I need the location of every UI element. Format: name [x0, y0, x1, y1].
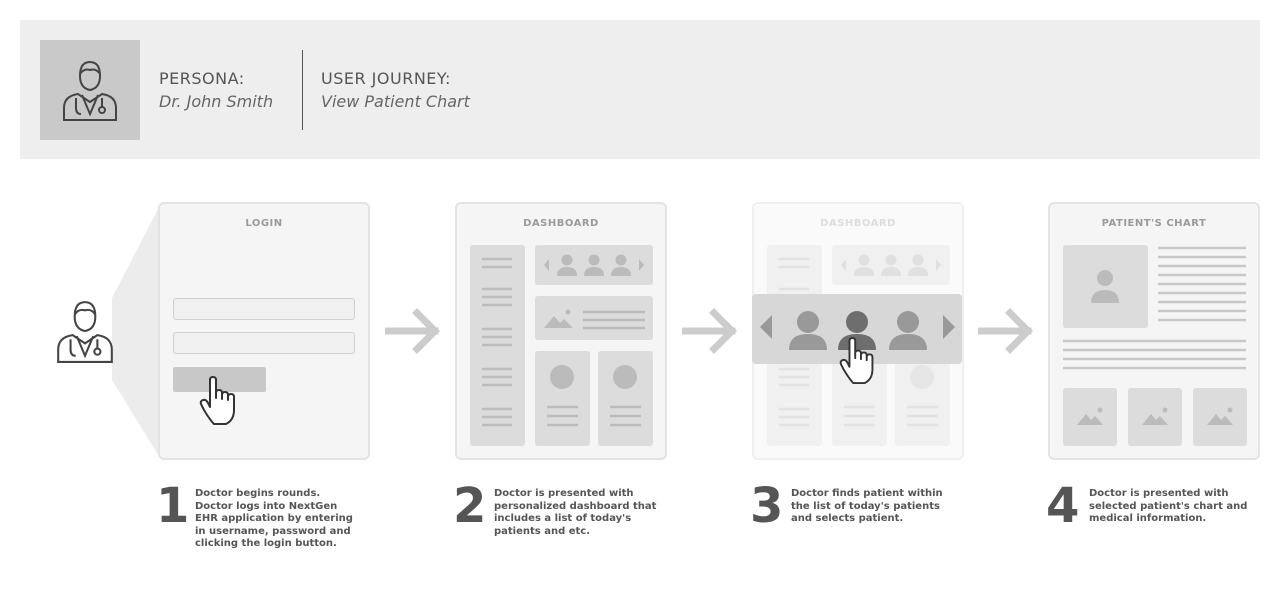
screen-login: LOGIN	[158, 202, 370, 460]
step-number: 3	[750, 478, 784, 534]
chevron-right-icon	[943, 315, 955, 339]
person-icon	[611, 254, 631, 276]
patient-card	[895, 351, 950, 446]
chart-image	[1193, 388, 1247, 446]
person-icon	[789, 311, 827, 350]
view-beam	[112, 205, 160, 458]
sidebar-list	[470, 245, 525, 446]
persona-avatar	[40, 40, 140, 140]
step-description: Doctor is presented with personalized da…	[494, 488, 656, 538]
doctor-icon	[63, 60, 117, 121]
patient-card	[598, 351, 653, 446]
patient-photo	[1063, 245, 1148, 328]
chevron-left-icon	[760, 315, 772, 339]
screen-title: LOGIN	[245, 218, 283, 229]
patient-carousel	[535, 245, 653, 285]
chart-image	[1063, 388, 1117, 446]
doctor-figure	[52, 298, 118, 368]
journey-name: View Patient Chart	[321, 92, 470, 111]
news-card	[535, 296, 653, 340]
person-icon	[838, 311, 876, 350]
patient-carousel-faded	[832, 245, 950, 285]
screen-title: DASHBOARD	[523, 218, 599, 229]
screen-title: PATIENT'S CHART	[1101, 218, 1207, 229]
patient-info-lines	[1158, 246, 1246, 322]
person-icon	[584, 254, 604, 276]
step-description: Doctor is presented with selected patien…	[1089, 488, 1247, 526]
screen-patient-chart: PATIENT'S CHART	[1048, 202, 1260, 460]
step-number: 1	[156, 478, 190, 534]
list-lines	[482, 257, 512, 427]
chevron-right-icon	[639, 259, 644, 271]
step-number: 4	[1046, 478, 1080, 534]
step-line: Doctor is presented with	[494, 488, 634, 499]
patient-card	[535, 351, 590, 446]
step-line: clicking the login button.	[195, 538, 337, 549]
journey-label: USER JOURNEY:	[321, 69, 451, 88]
step-line: Doctor begins rounds.	[195, 488, 321, 499]
step-line: personalized dashboard that	[494, 500, 657, 512]
persona-label: PERSONA:	[159, 69, 245, 88]
step-number: 2	[453, 478, 487, 534]
password-field	[173, 332, 355, 354]
screen-dashboard: DASHBOARD	[455, 202, 667, 460]
step-line: Doctor logs into NextGen	[195, 500, 338, 512]
step-line: patients and etc.	[494, 525, 591, 537]
arrow-right-icon	[385, 308, 440, 354]
step-description: Doctor finds patient within the list of …	[791, 488, 943, 526]
image-icon	[544, 309, 573, 328]
step-line: and selects patient.	[791, 513, 904, 524]
chart-notes-lines	[1063, 339, 1246, 370]
image-icon	[1207, 407, 1233, 425]
persona-name: Dr. John Smith	[159, 92, 274, 111]
persona-header: PERSONA: Dr. John Smith USER JOURNEY: Vi…	[20, 20, 1260, 159]
person-icon	[889, 311, 927, 350]
image-icon	[1077, 407, 1103, 425]
login-button	[173, 367, 266, 392]
step-line: the list of today's patients	[791, 500, 940, 512]
pointing-hand-icon	[839, 337, 874, 384]
step-line: medical information.	[1089, 513, 1207, 524]
step-line: selected patient's chart and	[1089, 500, 1248, 512]
doctor-icon	[57, 301, 113, 363]
step-line: Doctor is presented with	[1089, 488, 1229, 499]
screen-title: DASHBOARD	[820, 218, 896, 229]
step-line: includes a list of today's	[494, 513, 632, 524]
username-field	[173, 298, 355, 320]
arrow-right-icon	[978, 308, 1033, 354]
person-icon	[557, 254, 577, 276]
chevron-left-icon	[544, 259, 549, 271]
arrow-right-icon	[682, 308, 737, 354]
chart-image	[1128, 388, 1182, 446]
step-description: Doctor begins rounds. Doctor logs into N…	[195, 488, 353, 551]
pointing-hand-icon	[199, 376, 235, 425]
header-divider	[302, 50, 303, 130]
step-line: in username, password and	[195, 525, 351, 537]
step-line: EHR application by entering	[195, 513, 353, 524]
person-icon	[1091, 270, 1119, 303]
image-icon	[1142, 407, 1168, 425]
step-line: Doctor finds patient within	[791, 488, 943, 499]
